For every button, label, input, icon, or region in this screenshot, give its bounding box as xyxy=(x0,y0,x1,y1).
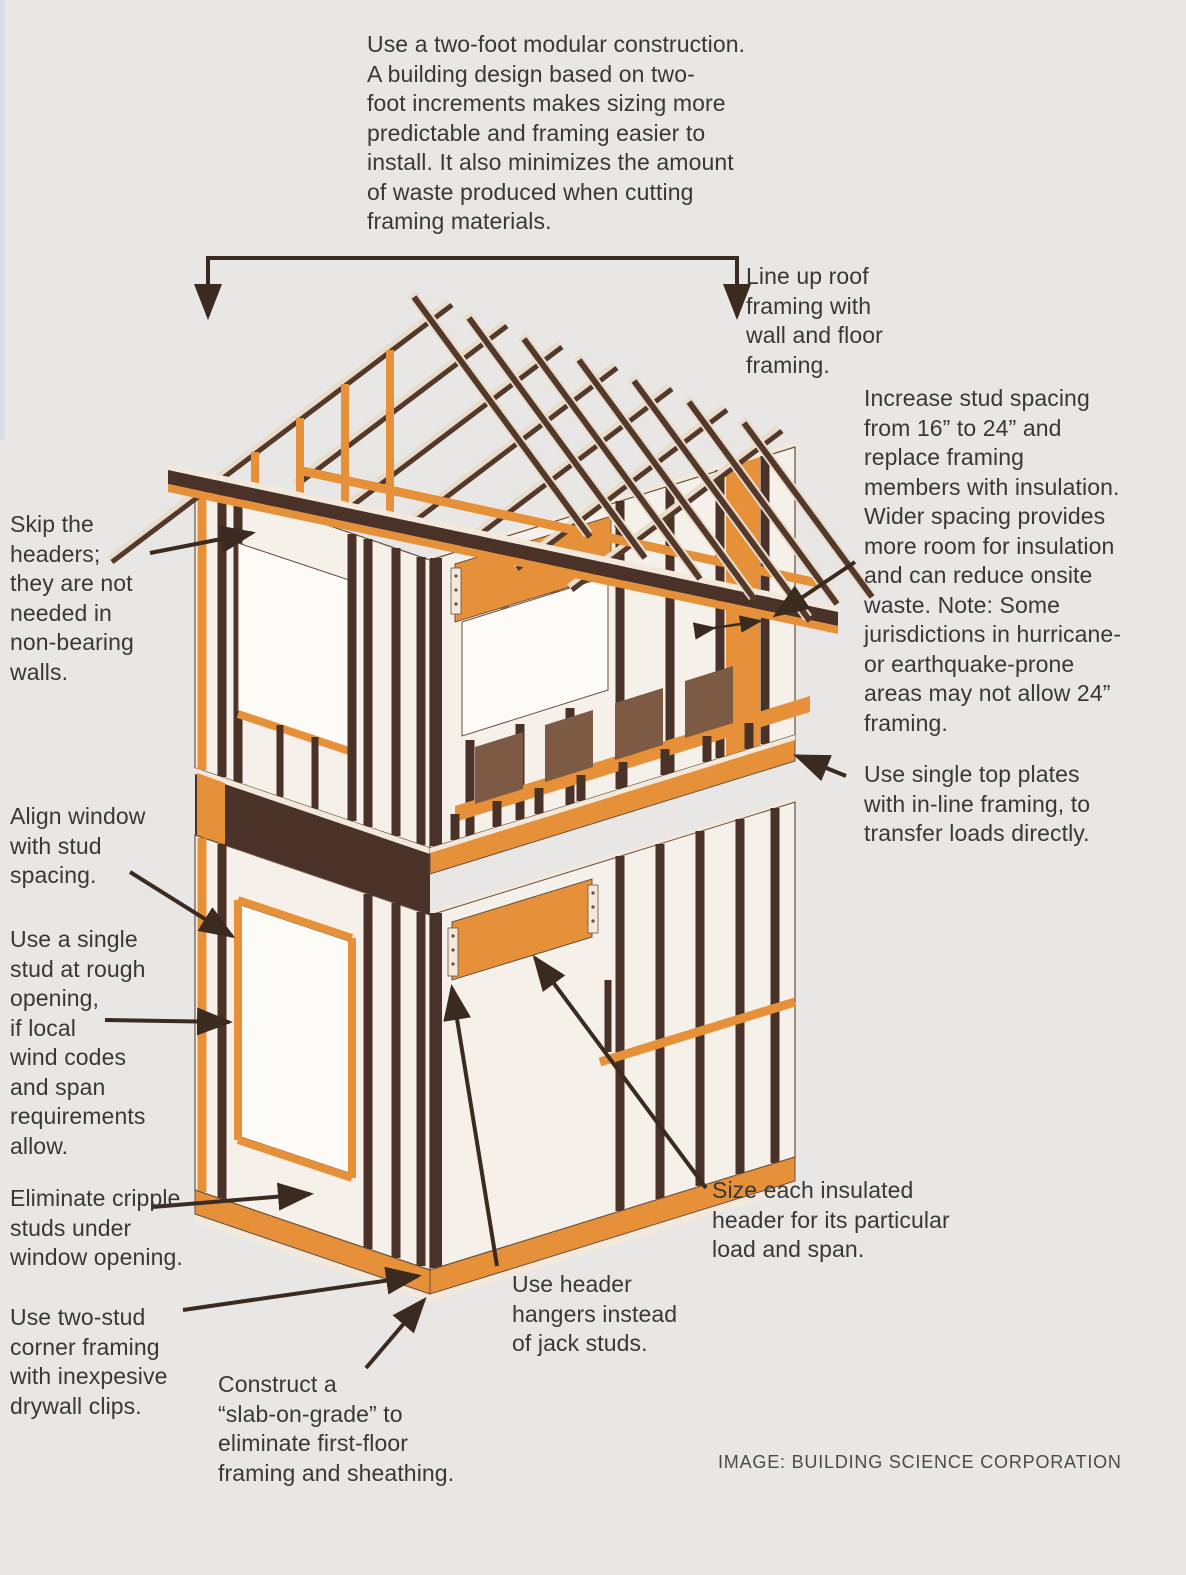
floor-rim-left xyxy=(195,768,430,915)
annotation-single-top-plates: Use single top plates with in-line frami… xyxy=(864,761,1091,846)
header-hanger-plate xyxy=(447,927,459,977)
arrow-skip-headers xyxy=(149,525,256,555)
arrow-align-window xyxy=(128,870,236,939)
annotation-insulated-header: Size each insulated header for its parti… xyxy=(712,1177,950,1262)
near-rafters xyxy=(407,291,875,623)
lower-window-opening xyxy=(237,903,353,1175)
annotation-arrows xyxy=(104,256,857,1370)
annotation-align-window: Align window with stud spacing. xyxy=(10,803,146,888)
arrow-single-top-plates xyxy=(793,754,847,782)
page-edge-strip xyxy=(0,0,5,440)
stud-spacing-dimension-arrow xyxy=(692,615,763,640)
arrow-slab xyxy=(364,1296,427,1370)
eave-beam xyxy=(168,464,838,634)
annotation-single-stud: Use a single stud at rough opening, if l… xyxy=(10,926,146,1159)
image-credit: IMAGE: BUILDING SCIENCE CORPORATION xyxy=(718,1452,1122,1472)
floor-band xyxy=(195,666,810,915)
arrow-insulated-header xyxy=(532,954,708,1190)
modular-span-bracket xyxy=(194,256,751,320)
annotation-skip-headers: Skip the headers; they are not needed in… xyxy=(10,511,134,685)
arrow-corner-framing xyxy=(182,1266,422,1312)
annotation-increase-stud-spacing: Increase stud spacing from 16” to 24” an… xyxy=(864,385,1122,736)
roof-framing xyxy=(107,291,875,634)
floor-joists xyxy=(450,666,754,840)
arrow-cripple-studs xyxy=(151,1182,314,1211)
bottom-plates-slab xyxy=(194,1156,796,1302)
window-head xyxy=(236,896,354,942)
annotation-eliminate-cripple-studs: Eliminate cripple studs under window ope… xyxy=(10,1185,183,1270)
annotation-corner-framing: Use two-stud corner framing with inexpes… xyxy=(10,1304,168,1419)
header-hanger-plate xyxy=(587,884,599,934)
window-sill xyxy=(236,1136,354,1182)
arrow-header-hangers xyxy=(443,984,499,1267)
annotation-modular-construction: Use a two-foot modular construction. A b… xyxy=(367,31,746,234)
upper-right-window-opening xyxy=(461,575,609,737)
arrow-increase-spacing xyxy=(772,560,857,618)
annotation-header-hangers: Use header hangers instead of jack studs… xyxy=(512,1271,678,1356)
first-story-right-wall xyxy=(429,798,797,1271)
annotation-line-up-roof: Line up roof framing with wall and floor… xyxy=(746,263,883,378)
right-wall-sill xyxy=(598,997,797,1067)
arrow-single-stud xyxy=(104,1007,233,1036)
annotation-slab-on-grade: Construct a “slab-on-grade” to eliminate… xyxy=(218,1371,455,1486)
